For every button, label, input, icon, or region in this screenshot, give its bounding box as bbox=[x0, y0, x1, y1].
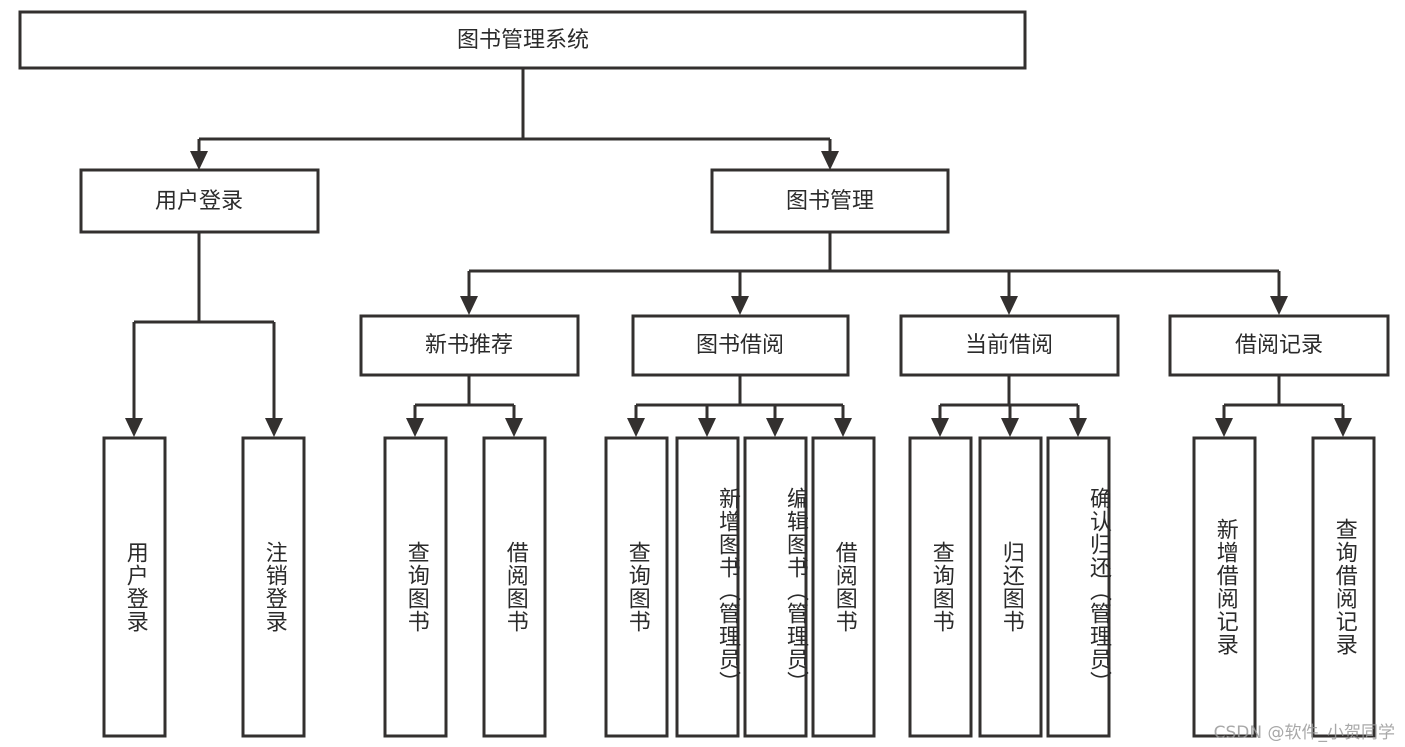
arrow-head-icon bbox=[627, 418, 645, 437]
node-label-newbook: 新书推荐 bbox=[425, 333, 513, 358]
arrow-head-icon bbox=[1001, 418, 1019, 437]
node-box-leaf8[interactable] bbox=[811, 436, 876, 738]
arrow-head-icon bbox=[931, 418, 949, 437]
arrow-head-icon bbox=[125, 418, 143, 437]
node-box-leaf13[interactable] bbox=[1311, 436, 1376, 738]
node-label-record: 借阅记录 bbox=[1235, 333, 1323, 358]
arrow-head-icon bbox=[698, 418, 716, 437]
node-label-login: 用户登录 bbox=[155, 189, 243, 214]
arrow-head-icon bbox=[265, 418, 283, 437]
arrow-head-icon bbox=[505, 418, 523, 437]
node-box-leaf3[interactable] bbox=[383, 436, 448, 738]
connector-group-login bbox=[125, 232, 283, 437]
connector-group-borrow bbox=[627, 375, 852, 437]
node-label-bookmgmt: 图书管理 bbox=[786, 189, 874, 214]
node-box[interactable] bbox=[79, 168, 320, 234]
node-box-leaf7[interactable] bbox=[743, 436, 808, 738]
node-box-leaf2[interactable] bbox=[241, 436, 306, 738]
node-box-leaf6[interactable] bbox=[675, 436, 740, 738]
node-login[interactable]: 用户登录 bbox=[79, 168, 320, 234]
arrow-head-icon bbox=[821, 151, 839, 170]
arrow-head-icon bbox=[834, 418, 852, 437]
node-box-leaf12[interactable] bbox=[1192, 436, 1257, 738]
arrow-head-icon bbox=[1069, 418, 1087, 437]
node-box[interactable] bbox=[18, 10, 1027, 70]
watermark-text: CSDN @软件_小贺同学 bbox=[1213, 723, 1395, 743]
connector-group-newbook bbox=[406, 375, 523, 437]
connector-group-record bbox=[1215, 375, 1352, 437]
node-label-root: 图书管理系统 bbox=[457, 28, 589, 53]
arrow-head-icon bbox=[1215, 418, 1233, 437]
arrow-head-icon bbox=[766, 418, 784, 437]
node-box-leaf5[interactable] bbox=[604, 436, 669, 738]
node-box[interactable] bbox=[359, 314, 580, 377]
node-newbook[interactable]: 新书推荐 bbox=[359, 314, 580, 377]
arrow-head-icon bbox=[1334, 418, 1352, 437]
node-box[interactable] bbox=[710, 168, 950, 234]
node-borrow[interactable]: 图书借阅 bbox=[631, 314, 850, 377]
connector-group-root bbox=[190, 68, 839, 170]
arrow-head-icon bbox=[1270, 296, 1288, 315]
node-label-borrow: 图书借阅 bbox=[696, 333, 784, 358]
node-box[interactable] bbox=[899, 314, 1120, 377]
node-box[interactable] bbox=[631, 314, 850, 377]
node-box-leaf11[interactable] bbox=[1046, 436, 1111, 738]
node-record[interactable]: 借阅记录 bbox=[1168, 314, 1390, 377]
connector-group-current bbox=[931, 375, 1087, 437]
node-label-current: 当前借阅 bbox=[965, 333, 1053, 358]
node-bookmgmt[interactable]: 图书管理 bbox=[710, 168, 950, 234]
node-root[interactable]: 图书管理系统 bbox=[18, 10, 1027, 70]
arrow-head-icon bbox=[406, 418, 424, 437]
arrow-head-icon bbox=[731, 296, 749, 315]
arrow-head-icon bbox=[1000, 296, 1018, 315]
node-box[interactable] bbox=[1168, 314, 1390, 377]
node-box-leaf10[interactable] bbox=[978, 436, 1043, 738]
connector-group-bookmgmt bbox=[460, 232, 1288, 315]
arrow-head-icon bbox=[460, 296, 478, 315]
node-box-leaf9[interactable] bbox=[908, 436, 973, 738]
node-current[interactable]: 当前借阅 bbox=[899, 314, 1120, 377]
node-box-leaf1[interactable] bbox=[102, 436, 167, 738]
arrow-head-icon bbox=[190, 151, 208, 170]
node-box-leaf4[interactable] bbox=[482, 436, 547, 738]
